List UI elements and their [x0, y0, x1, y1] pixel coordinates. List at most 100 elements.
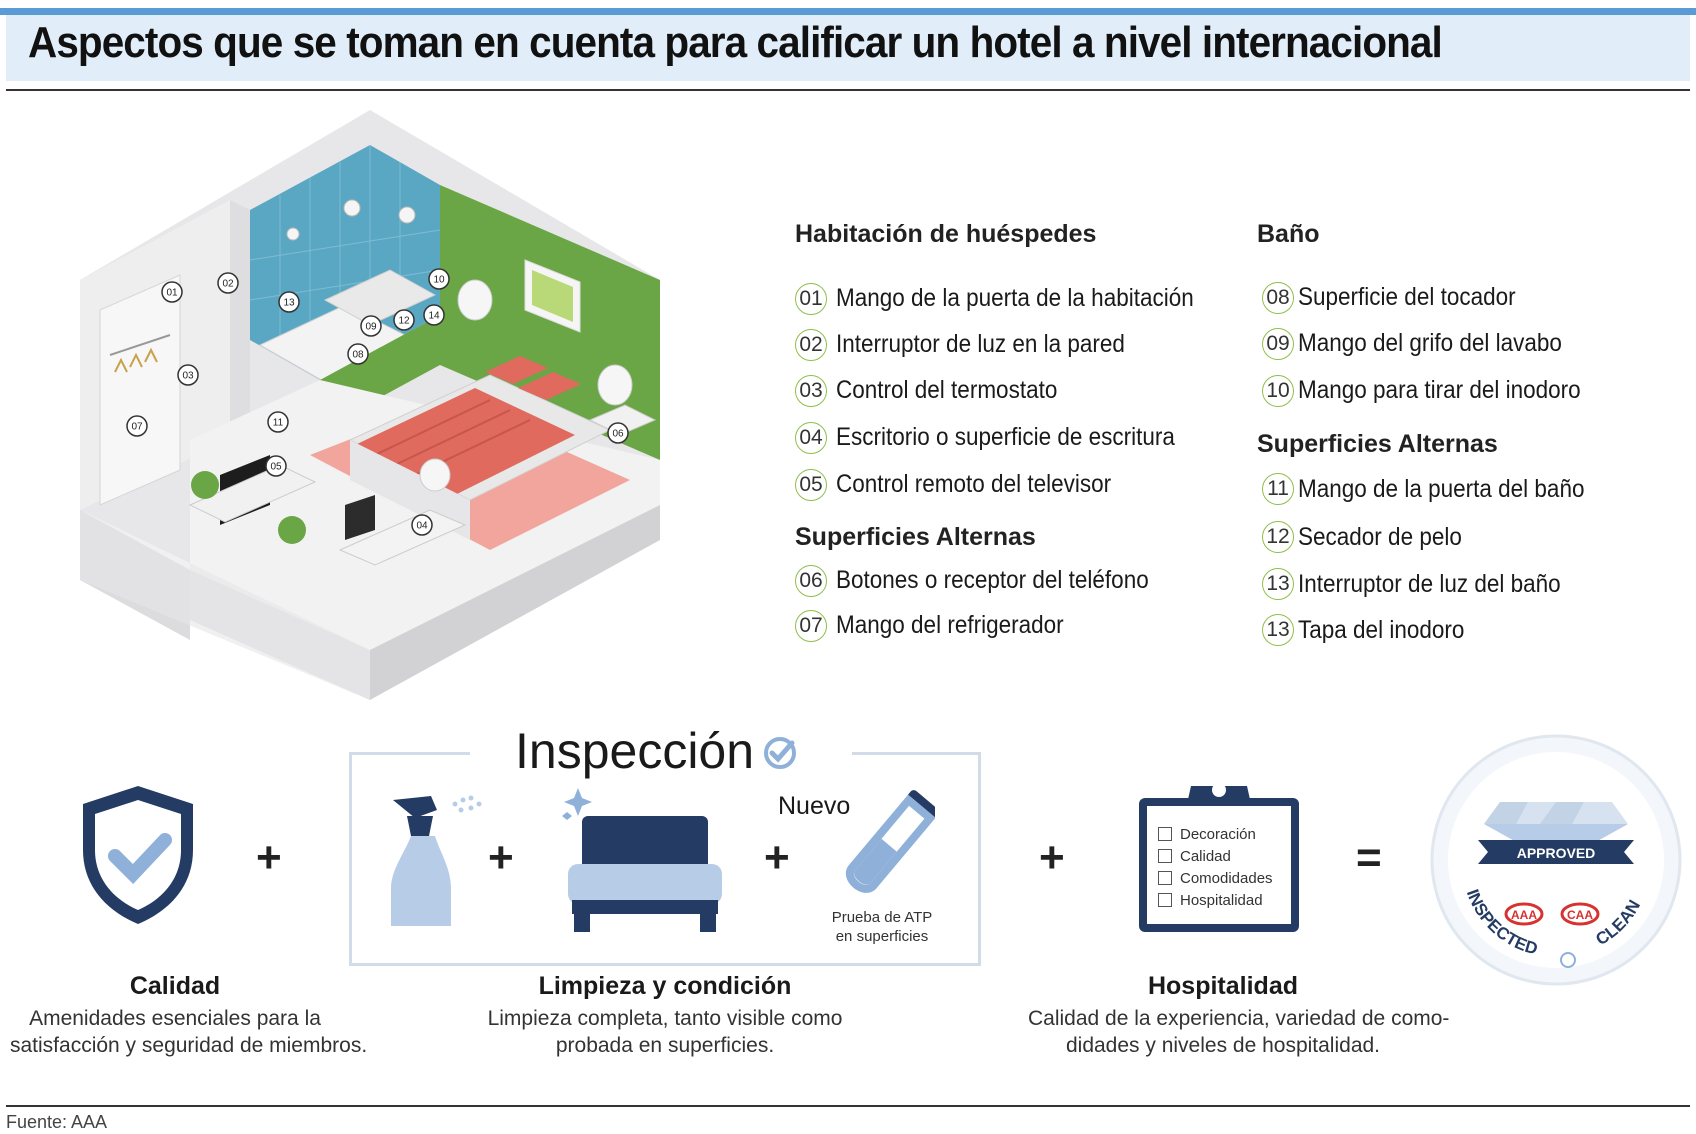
legend-text: Interruptor de luz del baño: [1298, 569, 1561, 598]
legend-number: 08: [1262, 281, 1294, 314]
plus-sign: +: [764, 833, 790, 882]
room-marker-label: 02: [222, 279, 234, 290]
cleaning-desc-line-1: Limpieza completa, tanto visible como: [487, 1007, 843, 1030]
header-accent-line: [0, 8, 1696, 15]
divider-bottom: [6, 1105, 1690, 1107]
legend-text: Secador de pelo: [1298, 522, 1462, 551]
caa-logo-text: CAA: [1567, 908, 1593, 922]
plus-sign: +: [1039, 833, 1065, 882]
legend-number: 11: [1262, 473, 1294, 505]
plus-sign: +: [488, 833, 514, 882]
check-badge-icon: [764, 737, 796, 769]
room-marker-label: 07: [131, 422, 143, 433]
aaa-logo-text: AAA: [1511, 908, 1537, 922]
source-note: Fuente: AAA: [6, 1112, 108, 1132]
room-marker-label: 10: [433, 275, 445, 286]
bed-blanket: [355, 388, 575, 495]
legend-heading-bath-alt: Superficies Alternas: [1257, 430, 1498, 458]
approved-badge: APPROVED AAA CAA INSPECTED CLEAN: [1430, 734, 1682, 986]
room-marker-circle: [423, 304, 445, 326]
legend-text: Escritorio o superficie de escritura: [836, 423, 1175, 451]
inspection-title: Inspección: [515, 723, 755, 779]
bathtub: [323, 269, 437, 326]
test-tube-icon: [846, 790, 935, 893]
checklist-label: Comodidades: [1180, 869, 1273, 887]
room-marker-circle: [126, 415, 148, 437]
room-marker-circle: [607, 422, 629, 444]
legend-text: Mango de la puerta de la habitación: [836, 284, 1194, 312]
cleaning-desc-line-2: probada en superficies.: [555, 1034, 775, 1057]
legend-number: 09: [1262, 327, 1294, 360]
plus-sign: +: [256, 833, 282, 882]
legend-heading-guest-room: Habitación de huéspedes: [795, 220, 1097, 248]
checkbox-icon: [1158, 893, 1172, 907]
room-marker-circle: [265, 455, 287, 477]
cleaning-title: Limpieza y condición: [538, 972, 792, 1000]
room-marker-label: 04: [416, 521, 428, 532]
legend-item: 04 Escritorio o superficie de escritura: [795, 414, 1234, 461]
room-marker-circle: [428, 268, 450, 290]
legend-number: 04: [795, 421, 827, 454]
legend-text: Mango para tirar del inodoro: [1298, 376, 1581, 404]
atp-line-2: en superficies: [835, 928, 929, 945]
hospitality-title: Hospitalidad: [1147, 972, 1298, 1000]
legend-number: 06: [795, 564, 827, 597]
legend-number: 13: [1262, 568, 1294, 600]
monitor: [345, 495, 375, 540]
legend-item: 06 Botones o receptor del teléfono: [795, 558, 1183, 603]
legend-number: 03: [795, 374, 827, 407]
closet: [99, 274, 181, 506]
legend-text: Tapa del inodoro: [1298, 615, 1465, 644]
legend-text: Mango del refrigerador: [836, 611, 1064, 639]
legend-text: Mango de la puerta del baño: [1298, 474, 1585, 503]
bed-icon: [562, 788, 722, 932]
room-marker-circle: [161, 281, 183, 303]
legend-text: Interruptor de luz en la pared: [836, 330, 1125, 358]
legend-heading-guest-alt: Superficies Alternas: [795, 523, 1036, 551]
atp-line-1: Prueba de ATP: [831, 909, 933, 926]
equals-sign: =: [1356, 833, 1382, 882]
aaa-logo: [1504, 902, 1544, 926]
checklist: Decoración Calidad Comodidades Hospitali…: [1158, 823, 1273, 911]
divider-top: [6, 89, 1690, 91]
room-marker-circle: [411, 514, 433, 536]
room-marker-label: 08: [352, 350, 364, 361]
room-marker-label: 13: [283, 298, 295, 309]
legend-number: 12: [1262, 521, 1294, 553]
hospitality-desc-line-2: didades y niveles de hospitalidad.: [1065, 1034, 1381, 1057]
desk: [338, 509, 467, 566]
shield-check-icon: [83, 786, 193, 924]
room-marker-circle: [347, 343, 369, 365]
room-marker-label: 12: [398, 316, 410, 327]
approved-text: APPROVED: [1517, 845, 1596, 861]
legend-number: 05: [795, 468, 827, 501]
legend-text: Botones o receptor del teléfono: [836, 566, 1149, 594]
quality-title: Calidad: [129, 972, 221, 1000]
page-title: Aspectos que se toman en cuenta para cal…: [28, 18, 1443, 67]
new-label: Nuevo: [778, 792, 851, 820]
room-marker-circle: [278, 291, 300, 313]
checklist-label: Calidad: [1180, 847, 1231, 865]
legend-number: 10: [1262, 374, 1294, 407]
checklist-item: Hospitalidad: [1158, 889, 1273, 911]
room-marker-label: 03: [182, 371, 194, 382]
atp-caption: Prueba de ATP en superficies: [820, 908, 944, 946]
quality-desc-line-2: satisfacción y seguridad de miembros.: [10, 1034, 368, 1057]
room-marker-circle: [217, 272, 239, 294]
room-marker-label: 05: [270, 462, 282, 473]
legend-number: 13: [1262, 614, 1294, 646]
